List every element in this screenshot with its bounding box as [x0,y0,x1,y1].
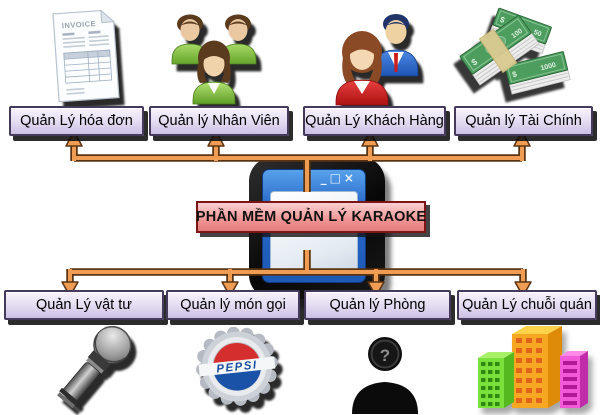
svg-text:INVOICE: INVOICE [62,19,97,30]
node-chain-management: Quản Lý chuỗi quán [457,290,597,320]
employees-icon [171,14,257,105]
diagram-title-banner: PHẦN MỀM QUẢN LÝ KARAOKE [196,201,426,233]
svg-text:1000: 1000 [540,62,557,73]
node-label: Quản lý Nhân Viên [158,113,280,129]
window-controls-icon: _□× [320,171,357,185]
svg-text:PEPSI: PEPSI [216,359,258,375]
customers-icon [335,14,419,106]
node-supplies-management: Quản Lý vật tư [4,290,164,320]
invoice-icon: INVOICE [52,9,120,103]
node-orders-management: Quản lý món gọi [166,290,300,320]
buildings-icon [478,326,588,408]
node-label: Quản Lý hóa đơn [20,113,133,129]
svg-text:50: 50 [533,29,543,38]
node-customer-management: Quản Lý Khách Hàng [303,106,446,136]
node-label: Quản lý Tài Chính [465,113,582,129]
node-label: Quản lý món gọi [180,297,286,313]
diagram-title: PHẦN MỀM QUẢN LÝ KARAOKE [195,209,427,225]
svg-text:$: $ [499,15,507,25]
svg-text:?: ? [380,346,390,365]
node-room-management: Quản lý Phòng [304,290,451,320]
svg-text:$: $ [511,69,518,79]
node-label: Quản lý Phòng [329,297,426,313]
microphone-icon [57,326,132,409]
node-staff-management: Quản lý Nhân Viên [149,106,289,136]
unknown-person-icon: ? [352,337,418,414]
pepsi-cap-icon: PEPSI [196,327,278,406]
node-finance-management: Quản lý Tài Chính [454,106,593,136]
node-invoice-management: Quản Lý hóa đơn [9,106,144,136]
node-label: Quản Lý Khách Hàng [305,113,444,129]
node-label: Quản Lý vật tư [36,297,132,313]
svg-text:$: $ [469,57,479,68]
money-icon: $ 50 $ 1000 $ 100 [459,7,571,95]
node-label: Quản Lý chuỗi quán [462,297,592,313]
